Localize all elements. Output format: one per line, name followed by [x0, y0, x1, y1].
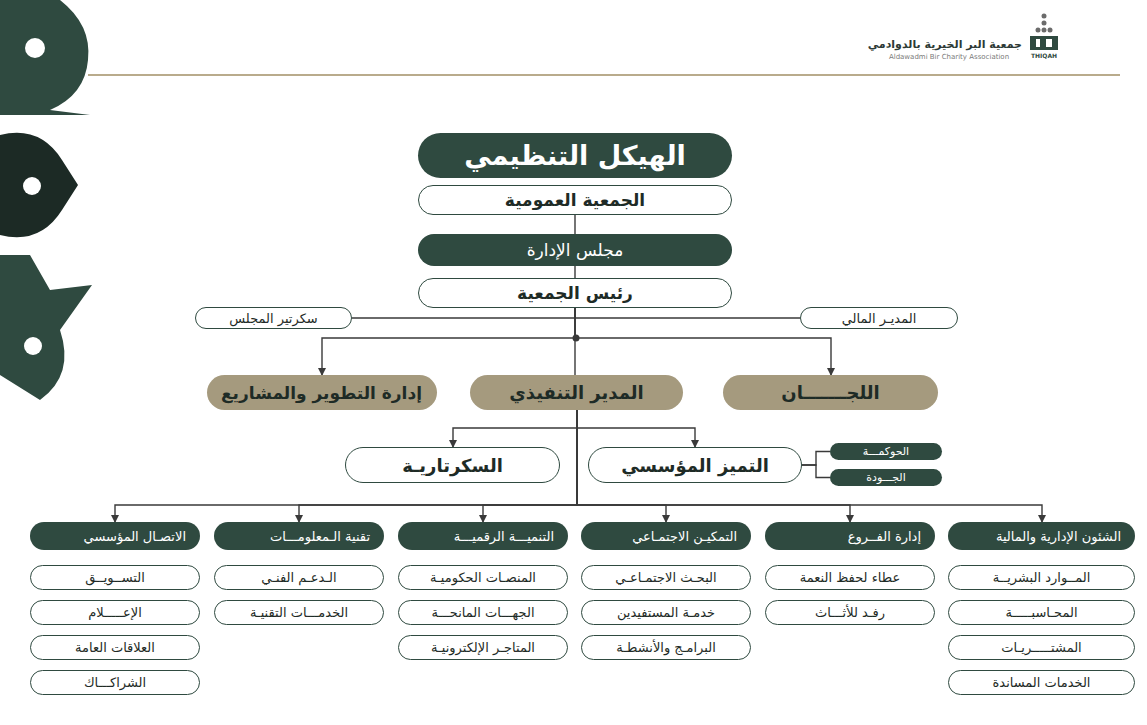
box-label: الجهـــات المانحـــة [431, 605, 534, 620]
outlined-box: المشتـــــريـات [948, 635, 1135, 660]
dark-box: التنميـــة الرقميـــة [398, 522, 568, 550]
box-label: الشراكـــاك [84, 675, 146, 690]
dark-box: الجـــودة [830, 469, 942, 486]
box-label: التمكيـن الاجتمـاعي [632, 529, 737, 544]
outlined-box: المحـاسبـــــة [948, 600, 1135, 625]
box-label: المتاجـر الإلكترونيـة [431, 640, 535, 655]
dark-box: مجلس الإدارة [418, 234, 732, 266]
tan-box: المدير التنفيذي [470, 375, 683, 410]
box-label: الإعـــــلام [88, 605, 142, 620]
box-label: المحـاسبـــــة [1005, 605, 1077, 620]
box-label: العلاقات العامة [75, 640, 155, 655]
connector [115, 410, 577, 522]
tan-box: اللجـــــــان [723, 375, 938, 410]
outlined-box: الجهـــات المانحـــة [398, 600, 568, 625]
logo-icon [1030, 14, 1058, 51]
side-ornament [0, 0, 92, 400]
connector [575, 308, 800, 318]
outlined-box: التميز المؤسسي [588, 447, 802, 483]
box-label: رفـد للأثـــاث [815, 605, 885, 620]
box-label: إدارة التطوير والمشاريع [221, 383, 422, 403]
connector [574, 266, 575, 278]
box-label: عطاء لحفظ النعمة [800, 570, 900, 585]
dark-box: الشئون الإدارية والمالية [948, 522, 1135, 550]
outlined-box: عطاء لحفظ النعمة [765, 565, 935, 590]
outlined-box: الخدمات المساندة [948, 670, 1135, 695]
box-label: الاتصـال المؤسسي [84, 529, 186, 544]
connector [352, 308, 575, 318]
dark-box: تقنية الـمعلومـــات [214, 522, 384, 550]
box-label: خدمـة المستفيدين [617, 605, 715, 620]
outlined-box: خدمـة المستفيدين [581, 600, 751, 625]
tan-box: إدارة التطوير والمشاريع [207, 375, 437, 410]
box-label: السكرتاريـة [402, 455, 503, 476]
box-label: رئيس الجمعية [517, 283, 633, 303]
box-label: الجـــودة [866, 471, 906, 484]
outlined-box: المــوارد البشريــة [948, 565, 1135, 590]
box-label: تقنية الـمعلومـــات [270, 529, 370, 544]
box-label: التنميـــة الرقميـــة [454, 529, 554, 544]
outlined-box: المتاجـر الإلكترونيـة [398, 635, 568, 660]
outlined-box: رئيس الجمعية [418, 278, 732, 308]
box-label: التســويــق [85, 570, 145, 585]
outlined-box: المنصـات الحكوميـة [398, 565, 568, 590]
box-label: الخدمـــات التقنيـة [250, 605, 348, 620]
connector [574, 215, 575, 234]
connector [575, 308, 831, 375]
box-label: المديـر المالي [842, 311, 917, 326]
box-label: البحـث الاجتمـاعـي [615, 570, 716, 585]
connector [802, 465, 830, 478]
connector [322, 308, 575, 375]
chart-title: الهيكل التنظيمي [464, 140, 686, 171]
header-rule [88, 74, 1120, 76]
connector [577, 410, 850, 522]
box-label: الجمعية العمومية [505, 190, 645, 210]
box-label: إدارة الفــروع [848, 529, 921, 544]
box-label: المشتـــــريـات [1001, 640, 1081, 655]
outlined-box: المديـر المالي [800, 307, 958, 329]
logo-text: جمعية البر الخيرية بالدوادمي [876, 38, 1022, 51]
dark-box: التمكيـن الاجتمـاعي [581, 522, 751, 550]
connector [802, 452, 830, 466]
box-label: التميز المؤسسي [621, 455, 769, 476]
box-label: الشئون الإدارية والمالية [996, 529, 1121, 544]
box-label: سكرتير المجلس [229, 311, 317, 326]
connector [577, 410, 1042, 522]
outlined-box: البحـث الاجتمـاعـي [581, 565, 751, 590]
outlined-box: البرامـج والأنشطـة [581, 635, 751, 660]
connector [574, 308, 575, 375]
outlined-box: الشراكـــاك [30, 670, 200, 695]
outlined-box: التســويــق [30, 565, 200, 590]
dark-box: الاتصـال المؤسسي [30, 522, 200, 550]
connector [577, 410, 695, 447]
dark-box: إدارة الفــروع [765, 522, 935, 550]
box-label: مجلس الإدارة [527, 240, 624, 260]
outlined-box: الإعـــــلام [30, 600, 200, 625]
outlined-box: رفـد للأثـــاث [765, 600, 935, 625]
box-label: اللجـــــــان [781, 382, 879, 403]
title-pill: الهيكل التنظيمي [418, 133, 732, 178]
outlined-box: العلاقات العامة [30, 635, 200, 660]
outlined-box: الجمعية العمومية [418, 185, 732, 215]
box-label: البرامـج والأنشطـة [616, 640, 716, 655]
box-label: المدير التنفيذي [509, 382, 643, 403]
box-label: المــوارد البشريــة [993, 570, 1091, 585]
box-label: الـدعـم الفنـي [261, 570, 336, 585]
connector [453, 410, 577, 447]
outlined-box: الخدمـــات التقنيـة [214, 600, 384, 625]
outlined-box: السكرتاريـة [345, 447, 560, 483]
box-label: المنصـات الحكوميـة [430, 570, 536, 585]
dark-box: الحوكمـــة [830, 443, 942, 460]
outlined-box: الـدعـم الفنـي [214, 565, 384, 590]
outlined-box: سكرتير المجلس [195, 307, 352, 329]
logo-text: Aldawadmi Bir Charity Association [876, 53, 1022, 61]
logo-text: THIQAH [1028, 52, 1060, 59]
box-label: الحوكمـــة [863, 445, 909, 458]
box-label: الخدمات المساندة [993, 675, 1091, 690]
